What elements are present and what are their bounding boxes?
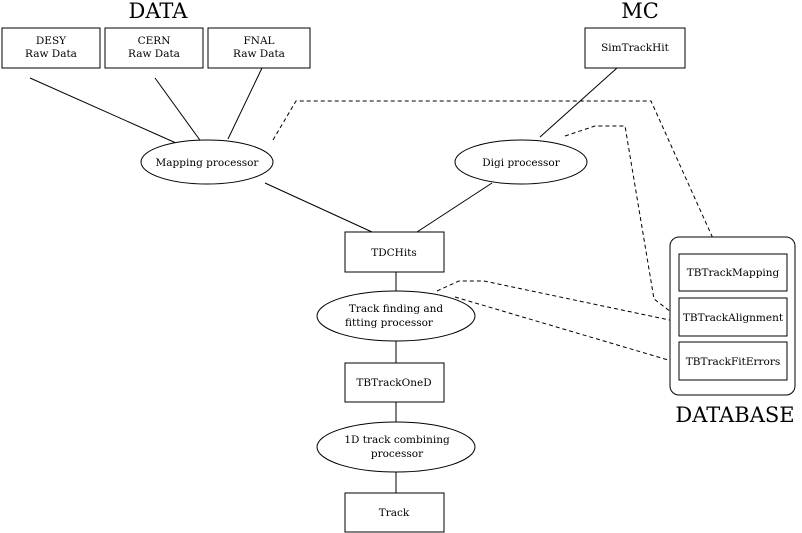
edge-simtrackhit-digi — [539, 67, 618, 138]
tdchits-label: TDCHits — [371, 247, 417, 259]
mapping-processor: Mapping processor — [140, 139, 274, 185]
db-item-fit-errors: TBTrackFitErrors — [678, 341, 788, 381]
link-mapping-tbtrackmapping — [272, 100, 721, 255]
db-mapping-label: TBTrackMapping — [687, 267, 780, 279]
tdchits-box: TDCHits — [344, 231, 445, 273]
edge-cern-mapping — [154, 77, 203, 144]
track-box: Track — [344, 492, 445, 533]
database-container: TBTrackMapping TBTrackAlignment TBTrackF… — [669, 236, 796, 396]
database-heading: DATABASE — [675, 403, 794, 427]
db-item-mapping: TBTrackMapping — [678, 253, 788, 292]
source-fnal-label: FNAL — [243, 35, 274, 47]
combining-processor-label-2: processor — [371, 448, 424, 460]
source-box-fnal: FNAL Raw Data — [207, 27, 311, 69]
link-trackfinding-tbtrackalignment — [436, 280, 680, 323]
source-box-simtrackhit: SimTrackHit — [584, 27, 686, 69]
db-fit-errors-label: TBTrackFitErrors — [686, 356, 781, 368]
digi-processor-label: Digi processor — [482, 157, 560, 169]
combining-processor-label-1: 1D track combining — [344, 434, 450, 446]
data-heading: DATA — [129, 0, 189, 23]
source-fnal-sublabel: Raw Data — [233, 48, 285, 60]
edge-digi-tdchits — [416, 182, 493, 233]
combining-processor: 1D track combining processor — [316, 421, 476, 473]
track-finding-processor-label-2: fitting processor — [345, 317, 434, 329]
track-label: Track — [379, 507, 410, 519]
solid-connectors — [29, 67, 618, 493]
onedtrack-label: TBTrackOneD — [356, 377, 431, 389]
track-finding-processor-label-1: Track finding and — [349, 303, 444, 315]
track-finding-processor: Track finding and fitting processor — [316, 290, 476, 342]
link-trackfinding-tbtrackfiterrors — [454, 296, 676, 363]
source-desy-label: DESY — [36, 35, 67, 47]
digi-processor: Digi processor — [454, 139, 588, 185]
edge-mapping-tdchits — [264, 182, 373, 233]
db-alignment-label: TBTrackAlignment — [683, 312, 784, 324]
mc-heading: MC — [621, 0, 659, 23]
dashed-database-links — [272, 100, 721, 363]
mapping-processor-label: Mapping processor — [156, 157, 260, 169]
source-desy-sublabel: Raw Data — [25, 48, 77, 60]
onedtrack-box: TBTrackOneD — [344, 362, 445, 403]
edge-desy-mapping — [29, 77, 177, 144]
db-item-alignment: TBTrackAlignment — [678, 297, 788, 337]
link-digi-tbtrackalignment — [564, 125, 680, 319]
source-simtrackhit-label: SimTrackHit — [601, 42, 670, 54]
edge-fnal-mapping — [227, 67, 263, 140]
source-cern-label: CERN — [138, 35, 171, 47]
source-cern-sublabel: Raw Data — [128, 48, 180, 60]
source-box-cern: CERN Raw Data — [104, 27, 204, 69]
source-box-desy: DESY Raw Data — [1, 27, 101, 69]
